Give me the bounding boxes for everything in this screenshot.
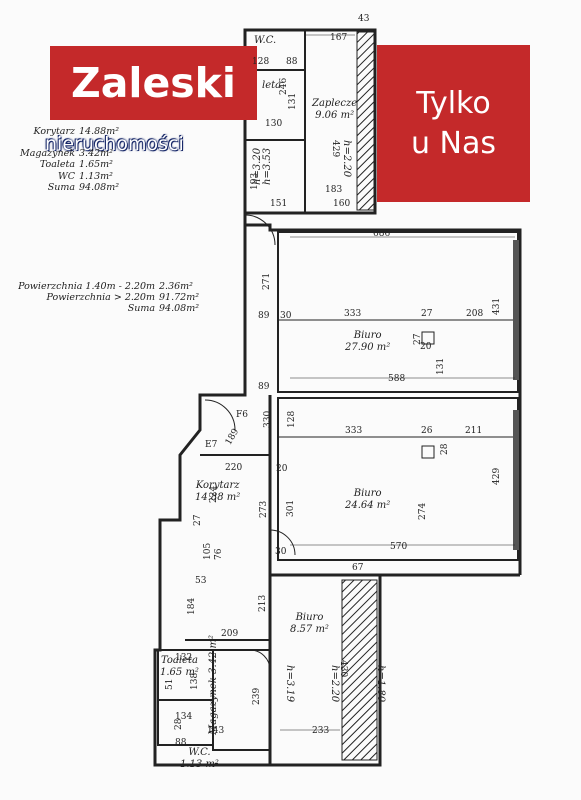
dimension: 130 <box>265 119 283 129</box>
dimension: 138 <box>190 672 200 690</box>
low-ceiling-hatch-top <box>356 31 376 211</box>
dimension: 273 <box>259 500 269 518</box>
dimension: 301 <box>286 499 296 517</box>
dimension: 131 <box>436 357 446 375</box>
dimension: 88 <box>286 57 298 67</box>
dimension: 209 <box>221 629 239 639</box>
ceiling-height: h=1.80 <box>375 665 386 703</box>
dimension: 224 <box>209 485 219 503</box>
exclusive-badge: Tylko u Nas <box>377 45 530 202</box>
dimension: 220 <box>225 463 243 473</box>
room-korytarz: Korytarz 14.88 m² <box>195 480 241 503</box>
ceiling-height: h=2.20 <box>329 665 340 703</box>
dimension: 183 <box>325 185 343 195</box>
dimension: 89 <box>258 382 270 392</box>
dimension: 28 <box>440 443 450 455</box>
dimension: 160 <box>333 199 351 209</box>
dimension: 167 <box>330 33 348 43</box>
dimension: 208 <box>466 309 484 319</box>
dimension: 333 <box>344 309 362 319</box>
dimension: 128 <box>252 57 270 67</box>
ceiling-height: h=3.53 <box>262 147 273 185</box>
door-label-f6: F6 <box>236 410 248 420</box>
dimension: 53 <box>195 576 207 586</box>
room-magazynek: Magazynek 3.42 m² <box>208 634 219 735</box>
dimension: 333 <box>345 426 363 436</box>
dimension: 184 <box>187 597 197 615</box>
agency-subtitle: nieruchomości <box>45 133 184 155</box>
dimension: 132 <box>175 653 193 663</box>
dimension: 67 <box>352 563 364 573</box>
room-wc-top: W.C. <box>254 35 277 46</box>
dimension: 89 <box>258 311 270 321</box>
dimension: 143 <box>207 726 225 736</box>
dimension: 28 <box>174 718 184 730</box>
dimension: 43 <box>358 14 370 24</box>
dimension: 431 <box>492 297 502 315</box>
dimension: 330 <box>263 410 273 428</box>
dimension: 588 <box>388 374 406 384</box>
dimension: 239 <box>252 687 262 705</box>
dimension: 27 <box>413 333 423 345</box>
dimension: 88 <box>175 738 187 748</box>
dimension: 211 <box>465 426 483 436</box>
dimension: 27 <box>193 514 203 526</box>
dimension: 429 <box>330 140 340 158</box>
dimension: 26 <box>421 426 433 436</box>
exclusive-line2: u Nas <box>410 125 496 161</box>
room-zaplecze: Zaplecze 9.06 m² <box>312 98 358 121</box>
door-label-e7: E7 <box>205 440 218 450</box>
dimension: 30 <box>280 311 292 321</box>
low-ceiling-hatch-bottom <box>341 579 378 761</box>
exclusive-line1: Tylko <box>416 85 491 121</box>
dimension: 20 <box>276 464 288 474</box>
dimension: 151 <box>270 199 288 209</box>
dimension: 686 <box>373 229 391 239</box>
room-toaleta-top: leta <box>262 80 282 91</box>
dimension: 20 <box>420 342 432 352</box>
ceiling-height: h=2.20 <box>341 140 352 178</box>
area-row <box>5 137 119 148</box>
dimension: 27 <box>421 309 433 319</box>
agency-logo: Zaleski <box>50 46 257 120</box>
ceiling-height: h=3.20 <box>252 147 263 185</box>
room-wc-bottom: W.C. 1.13 m² <box>180 747 219 770</box>
ceiling-height: h=3.19 <box>284 665 295 703</box>
room-biuro-1: Biuro 27.90 m² <box>345 330 391 353</box>
dimension: 30 <box>275 547 287 557</box>
dimension: 213 <box>258 594 268 612</box>
dimension: 233 <box>312 726 330 736</box>
dimension: 128 <box>287 410 297 428</box>
dimension: 76 <box>214 548 224 560</box>
room-biuro-2: Biuro 24.64 m² <box>345 488 391 511</box>
dimension: 570 <box>390 542 408 552</box>
agency-name: Zaleski <box>71 59 236 107</box>
room-biuro-3: Biuro 8.57 m² <box>290 612 329 635</box>
dimension: 51 <box>165 678 175 690</box>
dimension: 134 <box>175 712 193 722</box>
dimension: 271 <box>262 272 272 290</box>
dimension: 274 <box>418 502 428 520</box>
room-toaleta: Toaleta 1.65 m² <box>160 655 199 678</box>
dimension: 429 <box>492 467 502 485</box>
dimension: 131 <box>288 92 298 110</box>
dimension: 105 <box>203 542 213 560</box>
